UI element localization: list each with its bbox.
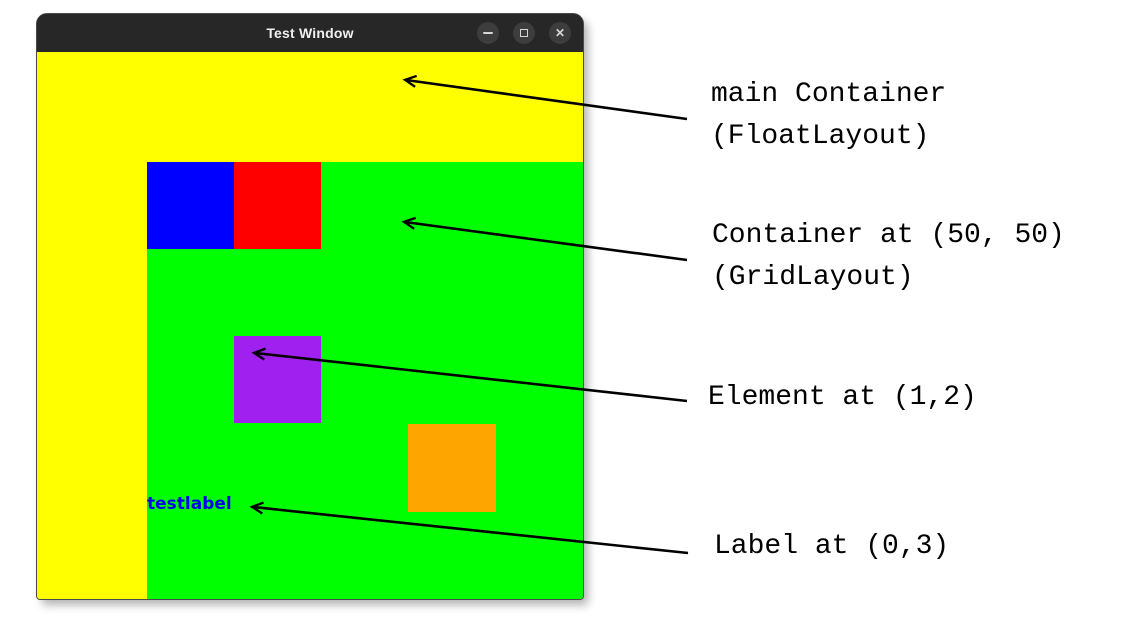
window-controls: ✕ bbox=[477, 22, 571, 44]
grid-label-testlabel: testlabel bbox=[147, 494, 232, 514]
maximize-button[interactable] bbox=[513, 22, 535, 44]
annotation-line: Element at (1,2) bbox=[708, 382, 977, 413]
window-titlebar[interactable]: Test Window ✕ bbox=[37, 14, 583, 52]
annotation-label: Label at (0,3) bbox=[714, 526, 949, 568]
grid-element-orange bbox=[408, 424, 496, 512]
annotation-line: (FloatLayout) bbox=[711, 121, 930, 152]
test-window: Test Window ✕ testlabel bbox=[36, 13, 584, 600]
minimize-icon bbox=[483, 32, 493, 34]
window-title: Test Window bbox=[266, 25, 354, 41]
annotation-line: (GridLayout) bbox=[712, 262, 914, 293]
annotation-line: main Container bbox=[711, 79, 947, 110]
annotation-line: Container at (50, 50) bbox=[712, 220, 1065, 251]
maximize-icon bbox=[520, 29, 528, 37]
float-layout-root: testlabel bbox=[37, 52, 583, 599]
grid-element-purple bbox=[234, 336, 321, 423]
minimize-button[interactable] bbox=[477, 22, 499, 44]
annotation-main-container: main Container (FloatLayout) bbox=[711, 74, 946, 158]
close-button[interactable]: ✕ bbox=[549, 22, 571, 44]
annotation-grid-container: Container at (50, 50) (GridLayout) bbox=[712, 215, 1065, 299]
close-icon: ✕ bbox=[554, 26, 566, 40]
grid-element-blue bbox=[147, 162, 234, 249]
annotation-line: Label at (0,3) bbox=[714, 531, 950, 562]
annotation-element: Element at (1,2) bbox=[708, 377, 977, 419]
grid-element-red bbox=[234, 162, 321, 249]
